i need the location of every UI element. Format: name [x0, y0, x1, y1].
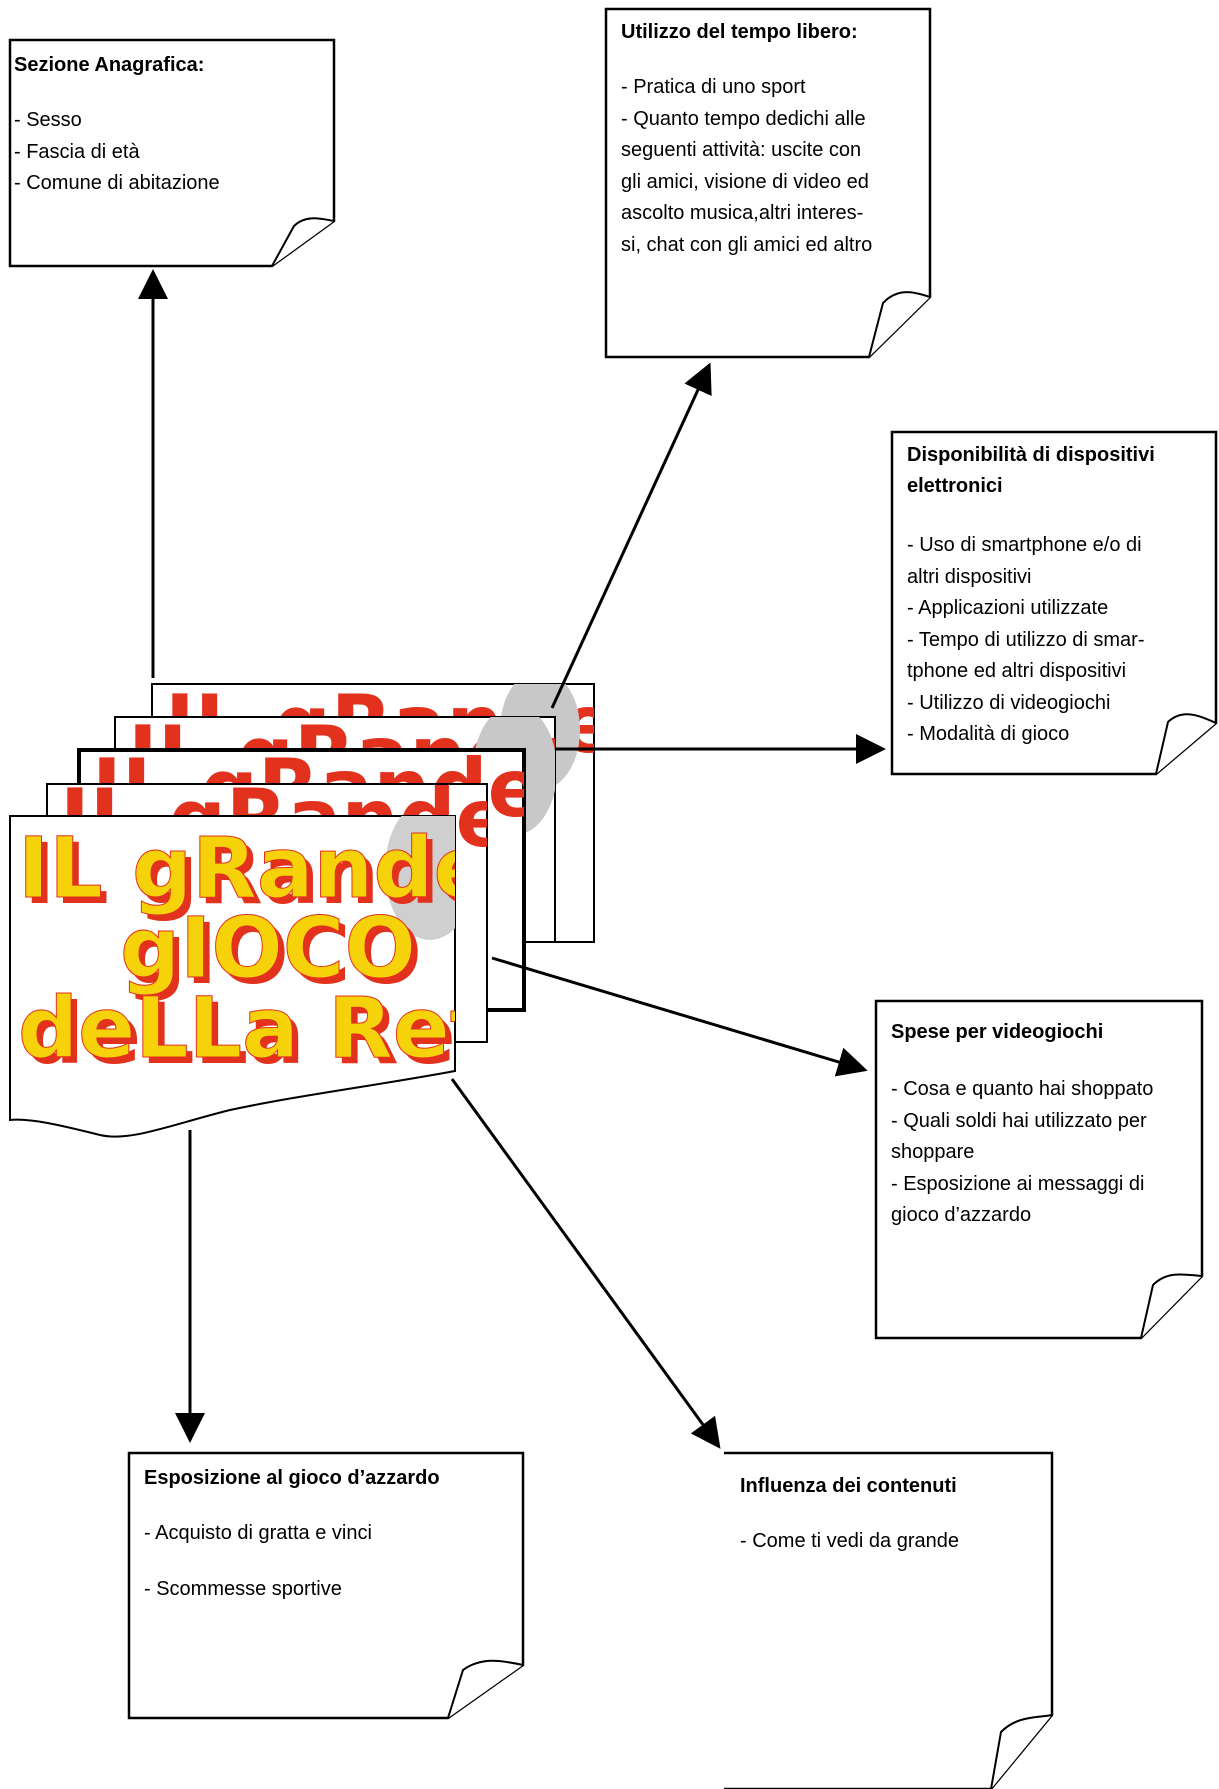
note-item: - Utilizzo di videogiochi [907, 691, 1111, 714]
note-title: Sezione Anagrafica: [14, 54, 205, 76]
note-item: gli amici, visione di video ed [621, 170, 869, 193]
note-item: - Pratica di uno sport [621, 76, 806, 98]
arrow-to-spese [491, 956, 868, 1077]
note-title: Influenza dei contenuti [740, 1475, 957, 1497]
note-item: - Tempo di utilizzo di smar- [907, 628, 1145, 651]
note-item: - Quanto tempo dedichi alle [621, 107, 866, 130]
note-item: - Applicazioni utilizzate [907, 597, 1109, 619]
note-dispositivi: Disponibilità di dispositivi elettronici… [907, 440, 1212, 751]
note-items: - Uso di smartphone e/o di altri disposit… [907, 530, 1212, 751]
note-item: altri dispositivi [907, 565, 1032, 588]
note-item: - Comune di abitazione [14, 172, 220, 194]
note-item: - Acquisto di gratta e vinci [144, 1522, 372, 1544]
note-title: Spese per videogiochi [891, 1021, 1104, 1043]
note-item: - Scommesse sportive [144, 1577, 342, 1600]
logo-line-3-shadow: deLLa Rete [24, 985, 553, 1083]
note-sheet-anagrafica [8, 38, 336, 268]
note-item: - Modalità di gioco [907, 723, 1070, 745]
note-item: tphone ed altri dispositivi [907, 660, 1127, 682]
logo-line-1: IL gRande [18, 819, 490, 917]
note-item: - Esposizione ai messaggi di [891, 1172, 1145, 1195]
logo-line-2-shadow: gIOCO [126, 905, 422, 1003]
note-items: - Pratica di uno sport - Quanto tempo ded… [621, 72, 921, 261]
note-title: Disponibilità di dispositivi elettronici [907, 444, 1155, 497]
logo-card-front: IL gRande IL gRande gIOCO gIOCO deLLa Re… [9, 815, 553, 1138]
note-item: shoppare [891, 1141, 975, 1163]
note-title: Utilizzo del tempo libero: [621, 21, 858, 43]
note-azzardo: Esposizione al gioco d’azzardo - Acquist… [144, 1463, 514, 1605]
game-logo: IL gRande IL gRande gIOCO gIOCO deLLa Re… [18, 819, 553, 1084]
logo-line-2: gIOCO [120, 899, 416, 997]
arrow-to-influenza [450, 1078, 721, 1449]
note-item: - Come ti vedi da grande [740, 1530, 960, 1552]
page-curl-icon [447, 1659, 524, 1719]
note-item: - Sesso [14, 109, 82, 131]
note-title: Esposizione al gioco d’azzardo [144, 1467, 440, 1489]
note-item: - Cosa e quanto hai shoppato [891, 1078, 1154, 1100]
note-sheet-tempo-libero [604, 7, 932, 359]
logo-line-3: deLLa Rete [18, 979, 547, 1077]
note-items: - Cosa e quanto hai shoppato - Quali sold… [891, 1074, 1196, 1232]
note-item: si, chat con gli amici ed altro [621, 233, 873, 256]
logo-line-1-shadow: IL gRande [24, 825, 496, 923]
page-curl-icon [1140, 1273, 1203, 1339]
note-sheet-influenza [724, 1451, 1054, 1789]
note-items: - Come ti vedi da grande [740, 1526, 1040, 1558]
note-item: seguenti attività: uscite con [621, 139, 862, 161]
arrows [138, 269, 886, 1449]
page-curl-icon [271, 217, 335, 267]
note-item: - Fascia di età [14, 140, 140, 163]
note-tempo-libero: Utilizzo del tempo libero: - Pratica di … [621, 17, 921, 261]
note-item: - Quali soldi hai utilizzato per [891, 1109, 1147, 1132]
note-sheet-dispositivi [890, 430, 1218, 776]
page-curl-icon [990, 1714, 1053, 1789]
note-items: - Sesso - Fascia di età - Comune di abitaz… [14, 105, 324, 200]
note-item: gioco d’azzardo [891, 1204, 1032, 1226]
page-curl-icon [1155, 713, 1217, 775]
note-item: ascolto musica,altri interes- [621, 202, 864, 224]
arrow-to-tempo-libero [550, 362, 712, 709]
note-sheet-azzardo [127, 1451, 525, 1720]
note-influenza: Influenza dei contenuti - Come ti vedi d… [740, 1471, 1040, 1558]
note-items: - Acquisto di gratta e vinci - Scommesse … [144, 1518, 514, 1605]
note-spese: Spese per videogiochi - Cosa e quanto ha… [891, 1017, 1196, 1232]
page-curl-icon [868, 291, 931, 358]
mascot-shadow [385, 816, 455, 940]
note-anagrafica: Sezione Anagrafica: - Sesso - Fascia di e… [14, 50, 324, 200]
note-item: - Uso di smartphone e/o di [907, 534, 1142, 556]
note-sheet-spese [874, 999, 1204, 1340]
